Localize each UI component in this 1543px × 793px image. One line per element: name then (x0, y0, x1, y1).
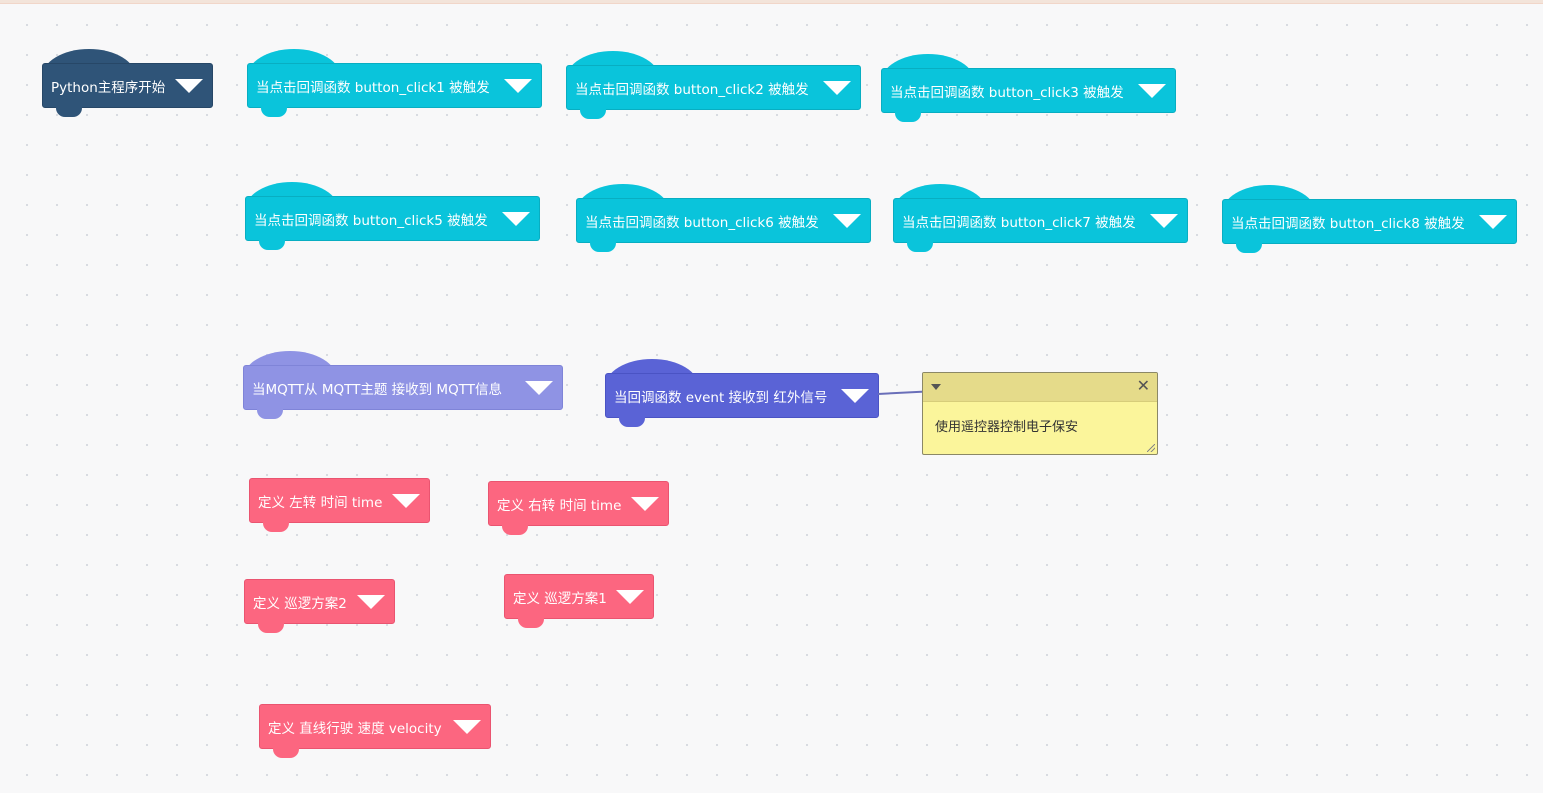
block-body: 当点击回调函数 button_click2 被触发 (566, 65, 861, 110)
block-notch (56, 107, 82, 117)
block-body: 当MQTT从 MQTT主题 接收到 MQTT信息 (243, 365, 563, 410)
button-click1-block[interactable]: 当点击回调函数 button_click1 被触发 (247, 49, 542, 118)
block-body: 当点击回调函数 button_click3 被触发 (881, 68, 1176, 113)
comment-header[interactable]: ✕ (923, 373, 1157, 402)
block-body: 定义 直线行驶 速度 velocity (259, 704, 491, 749)
comment-connector-line (877, 390, 924, 395)
block-notch (907, 242, 933, 252)
define-right-turn-block[interactable]: 定义 右转 时间 time (488, 467, 669, 536)
comment-bubble[interactable]: ✕ 使用遥控器控制电子保安 (922, 372, 1158, 455)
dropdown-arrow-icon[interactable] (392, 493, 420, 508)
block-body: 定义 左转 时间 time (249, 478, 430, 523)
dropdown-arrow-icon[interactable] (631, 496, 659, 511)
button-click7-block[interactable]: 当点击回调函数 button_click7 被触发 (893, 184, 1188, 253)
block-label: 当点击回调函数 button_click2 被触发 (575, 81, 809, 98)
block-label: Python主程序开始 (51, 79, 166, 96)
dropdown-arrow-icon[interactable] (841, 388, 869, 403)
block-body: 当点击回调函数 button_click1 被触发 (247, 63, 542, 108)
ir-event-block[interactable]: 当回调函数 event 接收到 红外信号 (605, 359, 879, 428)
block-label: 定义 巡逻方案1 (513, 590, 607, 607)
block-notch (518, 618, 544, 628)
dropdown-arrow-icon[interactable] (175, 78, 203, 93)
block-notch (259, 240, 285, 250)
block-notch (263, 522, 289, 532)
block-body: 当点击回调函数 button_click8 被触发 (1222, 199, 1517, 244)
button-click3-block[interactable]: 当点击回调函数 button_click3 被触发 (881, 54, 1176, 123)
dropdown-arrow-icon[interactable] (502, 211, 530, 226)
dropdown-arrow-icon[interactable] (453, 719, 481, 734)
block-label: 定义 右转 时间 time (497, 497, 622, 514)
block-notch (619, 417, 645, 427)
block-label: 定义 巡逻方案2 (253, 595, 347, 612)
block-notch (502, 525, 528, 535)
resize-grip-icon[interactable] (1147, 444, 1155, 452)
block-label: 当点击回调函数 button_click7 被触发 (902, 214, 1136, 231)
dropdown-arrow-icon[interactable] (357, 594, 385, 609)
define-straight-block[interactable]: 定义 直线行驶 速度 velocity (259, 690, 491, 759)
block-body: 定义 右转 时间 time (488, 481, 669, 526)
block-body: 定义 巡逻方案2 (244, 579, 395, 624)
block-body: 当回调函数 event 接收到 红外信号 (605, 373, 879, 418)
main-start-block[interactable]: Python主程序开始 (42, 49, 213, 118)
block-label: 当点击回调函数 button_click5 被触发 (254, 212, 488, 229)
block-label: 当点击回调函数 button_click3 被触发 (890, 84, 1124, 101)
dropdown-arrow-icon[interactable] (1150, 213, 1178, 228)
block-body: 当点击回调函数 button_click5 被触发 (245, 196, 540, 241)
define-left-turn-block[interactable]: 定义 左转 时间 time (249, 464, 430, 533)
block-label: 定义 左转 时间 time (258, 494, 383, 511)
close-icon[interactable]: ✕ (1136, 376, 1150, 395)
block-body: 当点击回调函数 button_click7 被触发 (893, 198, 1188, 243)
button-click6-block[interactable]: 当点击回调函数 button_click6 被触发 (576, 184, 871, 253)
button-click8-block[interactable]: 当点击回调函数 button_click8 被触发 (1222, 185, 1517, 254)
block-notch (590, 242, 616, 252)
block-notch (257, 409, 283, 419)
block-label: 当MQTT从 MQTT主题 接收到 MQTT信息 (252, 381, 502, 398)
define-patrol2-block[interactable]: 定义 巡逻方案2 (244, 565, 395, 634)
button-click5-block[interactable]: 当点击回调函数 button_click5 被触发 (245, 182, 540, 251)
block-notch (261, 107, 287, 117)
dropdown-arrow-icon[interactable] (504, 78, 532, 93)
block-notch (273, 748, 299, 758)
comment-text[interactable]: 使用遥控器控制电子保安 (935, 420, 1079, 435)
block-notch (258, 623, 284, 633)
dropdown-arrow-icon[interactable] (1138, 83, 1166, 98)
dropdown-arrow-icon[interactable] (823, 80, 851, 95)
define-patrol1-block[interactable]: 定义 巡逻方案1 (504, 560, 654, 629)
dropdown-arrow-icon[interactable] (616, 589, 644, 604)
block-notch (895, 112, 921, 122)
block-body: Python主程序开始 (42, 63, 213, 108)
dropdown-arrow-icon[interactable] (1479, 214, 1507, 229)
block-label: 当回调函数 event 接收到 红外信号 (614, 389, 828, 406)
block-label: 定义 直线行驶 速度 velocity (268, 720, 442, 737)
block-label: 当点击回调函数 button_click1 被触发 (256, 79, 490, 96)
top-border (0, 0, 1543, 4)
mqtt-receive-block[interactable]: 当MQTT从 MQTT主题 接收到 MQTT信息 (243, 351, 563, 420)
dropdown-arrow-icon[interactable] (525, 380, 553, 395)
block-notch (1236, 243, 1262, 253)
block-body: 定义 巡逻方案1 (504, 574, 654, 619)
block-body: 当点击回调函数 button_click6 被触发 (576, 198, 871, 243)
block-label: 当点击回调函数 button_click6 被触发 (585, 214, 819, 231)
block-label: 当点击回调函数 button_click8 被触发 (1231, 215, 1465, 232)
collapse-triangle-icon[interactable] (931, 384, 941, 390)
button-click2-block[interactable]: 当点击回调函数 button_click2 被触发 (566, 51, 861, 120)
dropdown-arrow-icon[interactable] (833, 213, 861, 228)
block-notch (580, 109, 606, 119)
